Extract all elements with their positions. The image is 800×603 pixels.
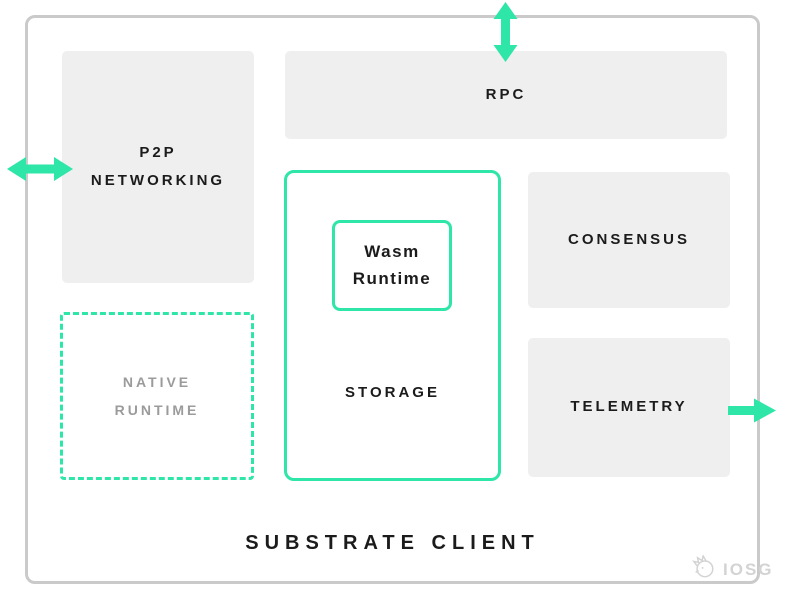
storage-box bbox=[284, 170, 501, 481]
rpc-label: RPC bbox=[485, 85, 527, 103]
native-runtime-label: NATIVE RUNTIME bbox=[114, 374, 200, 418]
rpc-box: RPC bbox=[285, 51, 727, 139]
wasm-runtime-label: Wasm Runtime bbox=[352, 242, 432, 288]
iosg-logo-text: IOSG bbox=[723, 559, 774, 579]
native-runtime-box: NATIVE RUNTIME bbox=[60, 312, 254, 480]
bidirectional-horizontal-arrow-icon bbox=[7, 154, 73, 184]
p2p-networking-box: P2P NETWORKING bbox=[62, 51, 254, 283]
consensus-label: CONSENSUS bbox=[567, 230, 691, 248]
diagram-title: SUBSTRATE CLIENT bbox=[245, 532, 540, 554]
telemetry-box: TELEMETRY bbox=[528, 338, 730, 477]
iosg-watermark: IOSG bbox=[690, 553, 774, 584]
p2p-networking-label: P2P NETWORKING bbox=[90, 143, 226, 190]
bidirectional-vertical-arrow-icon bbox=[492, 2, 519, 62]
consensus-box: CONSENSUS bbox=[528, 172, 730, 308]
wasm-runtime-box: Wasm Runtime bbox=[332, 220, 452, 311]
storage-label: STORAGE bbox=[345, 384, 440, 401]
right-arrow-icon bbox=[728, 397, 776, 424]
iosg-logo-icon bbox=[690, 553, 718, 584]
telemetry-label: TELEMETRY bbox=[570, 398, 688, 416]
